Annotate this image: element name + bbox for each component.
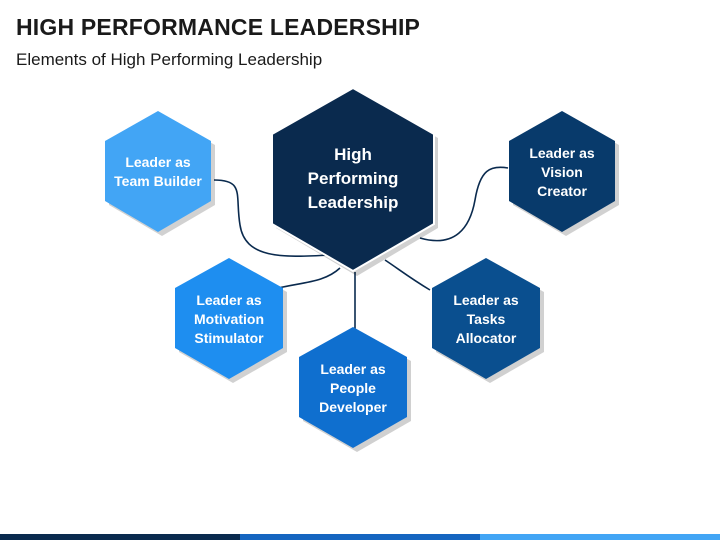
hex-motivation-stimulator xyxy=(175,258,283,379)
hex-people-developer xyxy=(299,327,407,448)
footer-segment-dark xyxy=(0,534,240,540)
hex-team-builder xyxy=(105,111,211,232)
tasks-allocator-label: Leader as Tasks Allocator xyxy=(453,291,519,346)
footer-segment-light xyxy=(480,534,720,540)
connector-tasks-allocator xyxy=(384,259,431,291)
hex-tasks-allocator xyxy=(432,258,540,379)
connector-team-builder xyxy=(213,179,331,257)
page-subtitle: Elements of High Performing Leadership xyxy=(16,50,323,69)
motivation-stimulator-label: Leader as Motivation Stimulator xyxy=(194,291,264,346)
page-title: HIGH PERFORMANCE LEADERSHIP xyxy=(16,14,421,40)
connector-motivation-stimulator xyxy=(277,267,341,289)
people-developer-label: Leader as People Developer xyxy=(319,360,387,415)
center-label: High Performing Leadership xyxy=(307,145,399,212)
footer-color-bar xyxy=(0,534,720,540)
connector-vision-creator xyxy=(419,166,509,242)
team-builder-label: Leader as Team Builder xyxy=(114,154,202,189)
hex-vision-creator xyxy=(509,111,615,232)
footer-segment-medium xyxy=(240,534,480,540)
hex-center-high-performing-leadership xyxy=(271,86,435,273)
vision-creator-label: Leader as Vision Creator xyxy=(529,144,595,199)
connector-lines xyxy=(213,166,509,330)
